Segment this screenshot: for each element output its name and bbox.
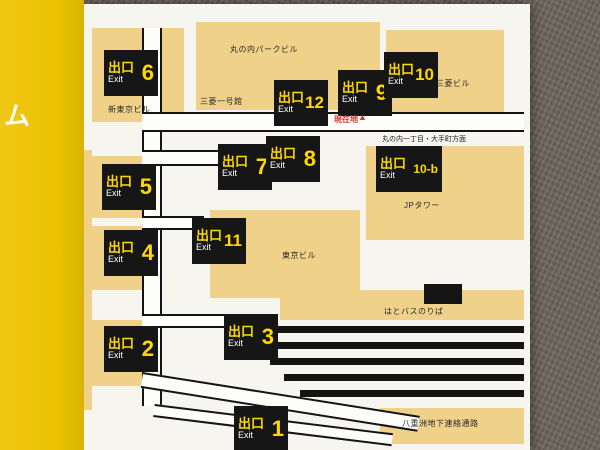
exit-deguchi-label: 出口	[278, 90, 305, 106]
exit-en-label: Exit	[388, 76, 404, 87]
label-tokyo-bldg: 東京ビル	[282, 251, 316, 260]
exit-number: 2	[141, 336, 154, 361]
exit-number: 4	[141, 240, 154, 265]
exit-deguchi-label: 出口	[342, 80, 369, 96]
building-hato-bus-area	[280, 290, 524, 320]
exit-deguchi-label: 出口	[380, 156, 407, 172]
exit-en-label: Exit	[108, 254, 124, 265]
track-bar	[270, 358, 524, 365]
label-hato-bus: はとバスのりば	[384, 307, 444, 316]
station-exit-map: 丸の内パークビル 三菱一号館 新東京ビル 三菱ビル JPタワー 東京ビル はとバ…	[84, 4, 530, 450]
exit-number: 7	[255, 154, 268, 179]
exit-deguchi-label: 出口	[106, 174, 133, 190]
exit-en-label: Exit	[108, 350, 124, 361]
exit-en-label: Exit	[380, 170, 396, 181]
track-bar	[284, 374, 524, 381]
label-jp-tower: JPタワー	[404, 201, 440, 210]
exit-en-label: Exit	[342, 94, 358, 105]
exit-deguchi-label: 出口	[228, 324, 255, 340]
exit-en-label: Exit	[222, 168, 238, 179]
track-bar	[260, 342, 524, 349]
exit-number: 6	[141, 60, 154, 85]
sign-side-text: ム	[4, 101, 31, 131]
exit-deguchi-label: 出口	[270, 146, 297, 162]
exit-deguchi-label: 出口	[196, 228, 223, 244]
label-shin-tokyo-bldg: 新東京ビル	[108, 105, 151, 114]
exit-number: 11	[224, 231, 242, 250]
current-location-text: 現在地	[334, 115, 358, 124]
current-location-triangle-icon: ▲	[358, 112, 367, 122]
exit-number: 10	[415, 65, 434, 84]
exit-deguchi-label: 出口	[238, 416, 265, 432]
exit-deguchi-label: 出口	[108, 240, 135, 256]
label-mitsubishi-ichigokan: 三菱一号館	[200, 97, 243, 106]
exit-number: 1	[271, 416, 284, 441]
exit-deguchi-label: 出口	[388, 62, 415, 78]
bus-stand-block	[424, 284, 462, 304]
exit-deguchi-label: 出口	[108, 336, 135, 352]
exit-number: 3	[261, 324, 274, 349]
exit-en-label: Exit	[106, 188, 122, 199]
corridor-exit-3	[142, 314, 238, 328]
label-marunouchi-park-bldg: 丸の内パークビル	[230, 45, 298, 54]
label-direction-otemachi: 丸の内一丁目・大手町方面	[382, 136, 466, 143]
exit-deguchi-label: 出口	[108, 60, 135, 76]
exit-number: 10-b	[413, 162, 438, 176]
yellow-sign-band: ム	[0, 0, 84, 450]
building-left-margin	[84, 150, 92, 410]
exit-en-label: Exit	[228, 338, 244, 349]
exit-number: 5	[139, 174, 152, 199]
exit-en-label: Exit	[108, 74, 124, 85]
exit-number: 8	[303, 146, 316, 171]
label-mitsubishi-bldg: 三菱ビル	[436, 79, 470, 88]
current-location-marker: 現在地▲	[334, 112, 367, 125]
exit-en-label: Exit	[270, 160, 286, 171]
exit-deguchi-label: 出口	[222, 154, 249, 170]
track-bar	[250, 326, 524, 333]
label-yaesu-passage: 八重洲地下連絡通路	[402, 419, 479, 428]
exit-en-label: Exit	[278, 104, 294, 115]
track-bar	[300, 390, 524, 397]
exit-en-label: Exit	[196, 242, 212, 253]
exit-number: 12	[305, 93, 324, 112]
exit-en-label: Exit	[238, 430, 254, 441]
corridor-main-horizontal	[142, 112, 524, 132]
corridor-exit-11	[142, 216, 204, 230]
